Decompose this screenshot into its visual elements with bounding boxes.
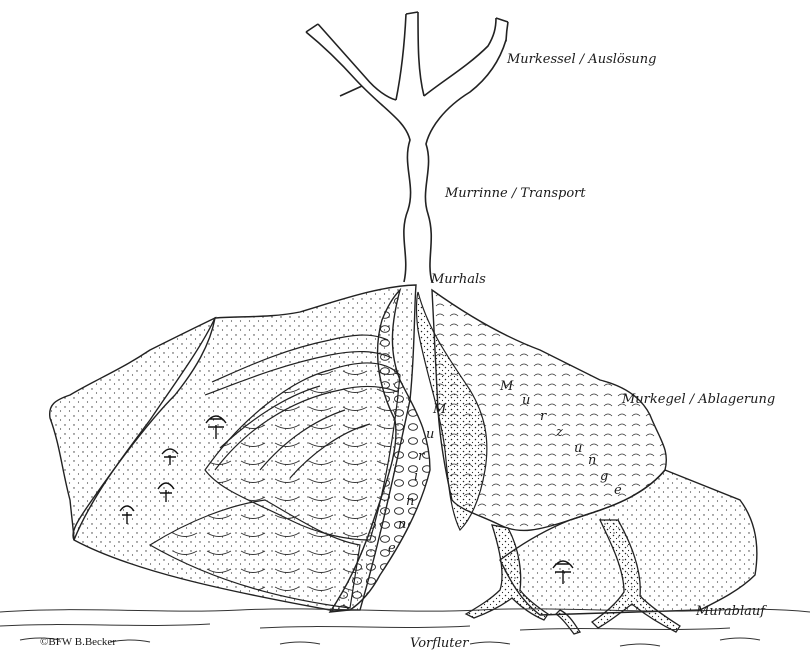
label-channel: Murrinne / Transport [445,186,586,201]
tongue-letter: g [600,469,608,484]
tongue-letter: u [522,393,530,408]
tongue-letter: r [418,449,425,464]
tongue-letter: u [426,427,434,442]
channel-tree [306,12,508,282]
label-starting-zone: Murkessel / Auslösung [507,52,656,67]
tongue-letter: z [555,425,563,440]
tongue-letter: M [499,379,514,394]
tongue-letter: M [432,402,447,417]
tongue-letter: e [614,483,622,498]
receiving-water [0,609,810,646]
label-runout: Murablauf [696,604,765,619]
tongue-letter: i [414,469,418,484]
tongue-letter: u [574,441,582,456]
tongue-letter: n [588,453,596,468]
label-fan: Murkegel / Ablagerung [622,392,775,407]
label-receiving-water: Vorfluter [410,636,468,651]
copyright-credit: ©BFW B.Becker [40,636,116,648]
tongue-letter: r [540,409,547,424]
tongue-letter: n [398,517,406,532]
tongue-letter: e [388,541,396,556]
tongue-letter: n [406,494,414,509]
label-neck: Murhals [431,272,486,287]
